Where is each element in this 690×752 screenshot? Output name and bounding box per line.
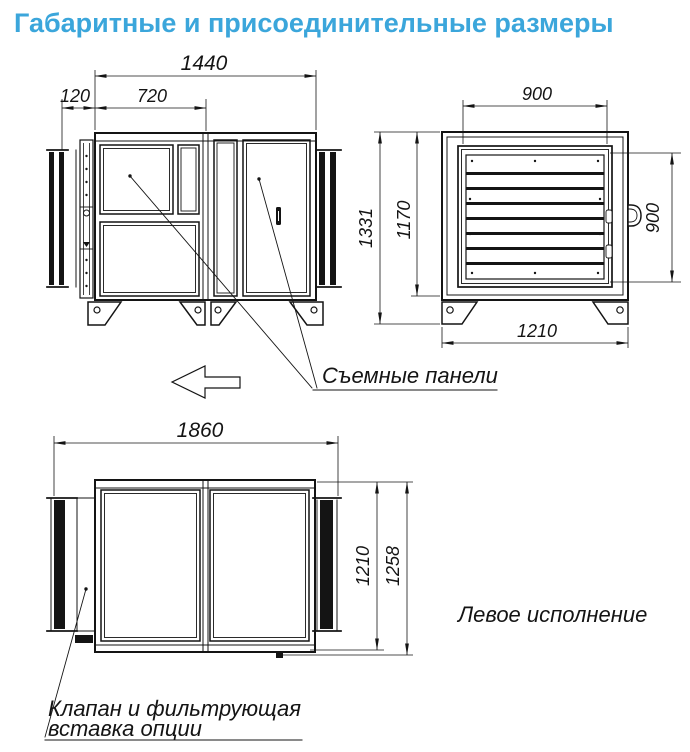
removable-panel-narrow (177, 144, 200, 215)
outlet-flange-side (316, 149, 342, 288)
dim-text-1210-top: 1210 (353, 546, 373, 586)
removable-panel-right-narrow (213, 139, 238, 297)
unit-body-top (94, 479, 316, 653)
dim-base-width: 1210 (441, 321, 629, 348)
top-panel-left (100, 489, 201, 642)
valve-filter-section-top (75, 497, 96, 643)
top-view: 1860 (44, 419, 647, 741)
dim-opening-height: 900 (610, 152, 681, 283)
dim-text-1258: 1258 (383, 546, 403, 586)
filter-insert-block (75, 635, 93, 643)
louver-pivot-top (605, 209, 613, 224)
top-panel-right (209, 489, 310, 642)
door-handle-front-icon (627, 204, 642, 227)
dim-text-1170: 1170 (394, 201, 414, 240)
dim-text-1210-front: 1210 (517, 321, 557, 341)
removable-panels-label: Съемные панели (322, 363, 498, 388)
dim-text-900-top: 900 (522, 84, 552, 104)
dim-body-height: 1170 (394, 131, 440, 297)
removable-panel-bottom-left (99, 221, 200, 297)
valve-option-label-line1: Клапан и фильтрующая (48, 696, 301, 721)
cabinet-front (441, 131, 629, 301)
dim-opening-width: 900 (462, 84, 608, 144)
removable-panel-top-left (99, 144, 174, 215)
outlet-flange-top (312, 497, 342, 632)
dim-text-1440: 1440 (181, 52, 228, 75)
valve-filter-strip (79, 139, 94, 299)
mounting-feet-front (441, 301, 629, 325)
page-title: Габаритные и присоединительные размеры (14, 8, 614, 38)
louver-grille (457, 145, 613, 288)
dim-overall-length: 1440 (94, 52, 317, 130)
dim-text-900-right: 900 (643, 203, 663, 233)
dim-valve-length: 120 (60, 86, 96, 150)
dim-text-1860: 1860 (177, 419, 224, 442)
side-view: 1440 120 720 (46, 52, 498, 399)
orientation-label: Левое исполнение (456, 602, 647, 627)
mounting-feet-side (87, 301, 324, 326)
airflow-arrow-icon (170, 365, 241, 399)
dim-text-1331: 1331 (356, 208, 376, 248)
dim-depth-overall: 1258 (383, 481, 409, 656)
dim-overall-length-top: 1860 (53, 419, 339, 496)
dim-overall-height: 1331 (356, 131, 440, 325)
inlet-flange-side (46, 149, 77, 288)
dim-depth: 1210 (310, 481, 413, 651)
dim-text-720: 720 (137, 86, 167, 106)
door-panel (242, 139, 311, 297)
dim-text-120: 120 (60, 86, 90, 106)
front-view: 900 1331 1170 900 (356, 84, 681, 348)
dim-section-length: 720 (94, 86, 207, 131)
inlet-flange-top (46, 497, 78, 632)
drain-stub (276, 652, 413, 658)
louver-pivot-bottom (605, 244, 613, 259)
valve-option-label-line2: вставка опции (48, 716, 202, 741)
removable-panels-callout: Съемные панели (128, 174, 498, 391)
unit-body-side (94, 132, 317, 301)
valve-option-callout: Клапан и фильтрующая вставка опции (44, 587, 303, 741)
